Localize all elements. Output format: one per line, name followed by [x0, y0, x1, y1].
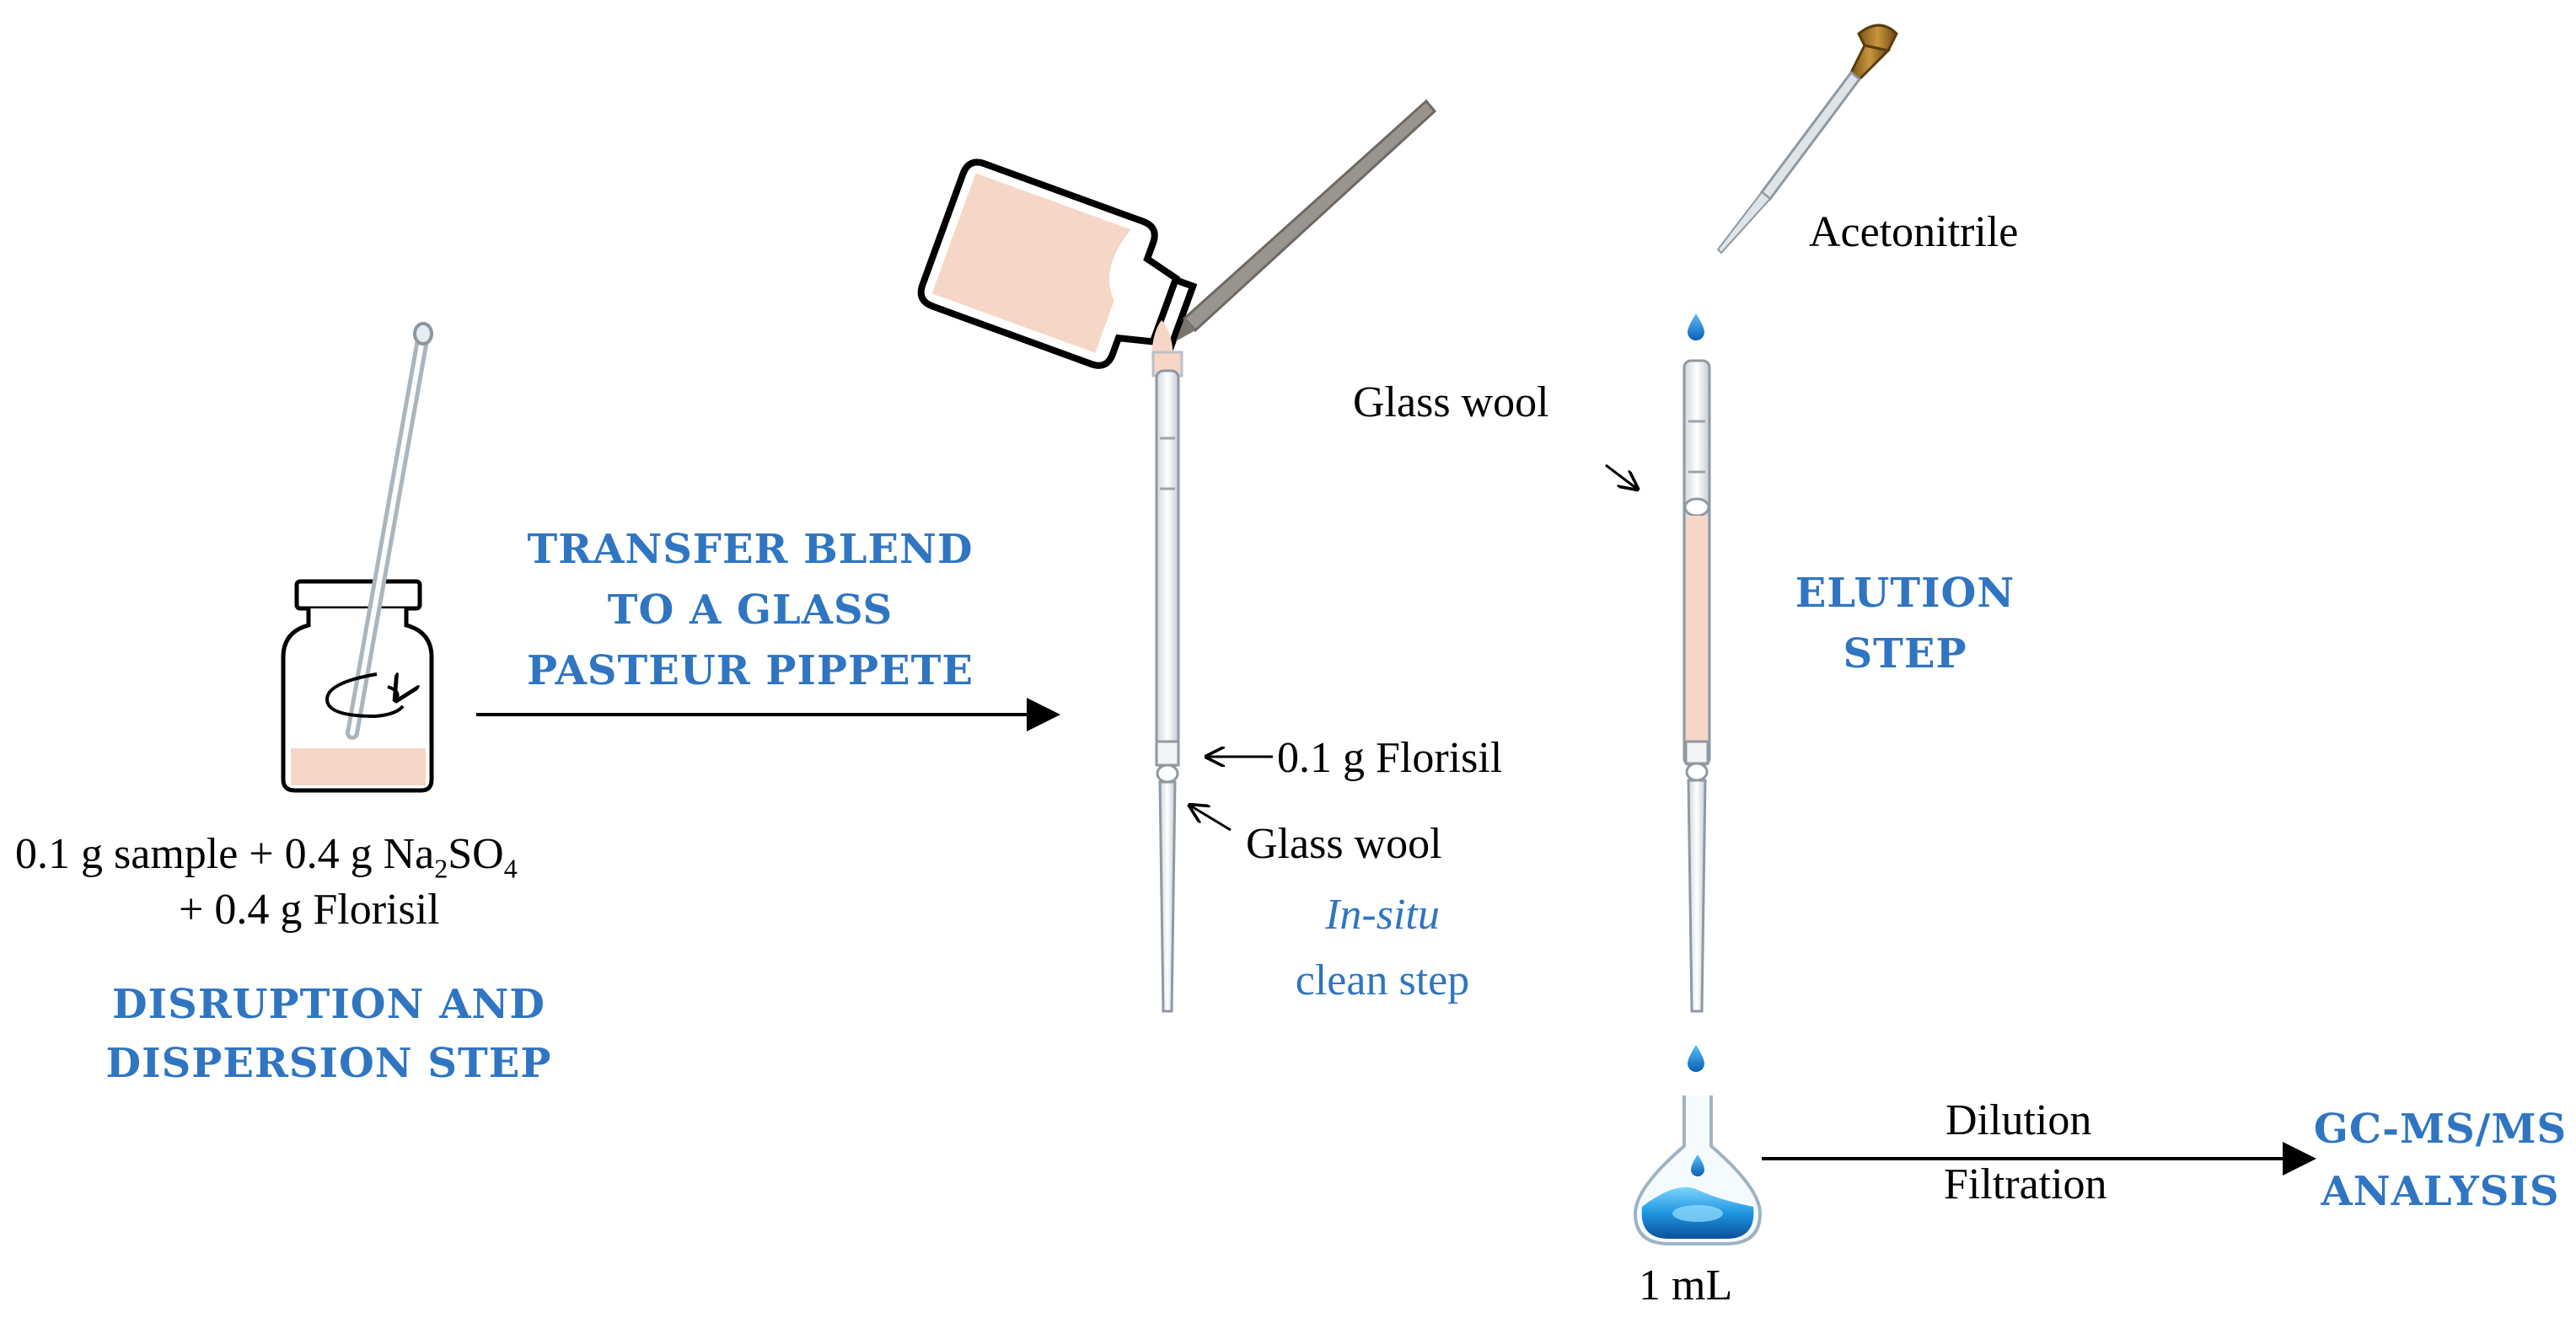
filtration-label: Filtration	[1944, 1160, 2107, 1208]
elution-title-line1: ELUTION	[1795, 570, 2015, 617]
stirring-arrow-icon	[325, 674, 403, 719]
clean-step-label: clean step	[1295, 956, 1470, 1004]
transfer-line1: TRANSFER BLEND	[527, 526, 974, 573]
drop-icon	[1688, 313, 1704, 340]
volumetric-flask	[1633, 1095, 1763, 1245]
disruption-title-line1: DISRUPTION AND	[112, 981, 545, 1028]
transfer-line2: TO A GLASS	[607, 587, 894, 634]
drop-icon	[1691, 1154, 1704, 1176]
in-situ-label: In-situ	[1325, 891, 1440, 939]
florisil-layer	[1155, 740, 1180, 767]
glass-rod	[346, 322, 433, 740]
glass-wool-label-1: Glass wool	[1246, 820, 1442, 868]
spatula	[1176, 99, 1437, 341]
glasswool-pointer-1	[1190, 806, 1232, 832]
sample-blend	[291, 748, 426, 785]
glasswool-pointer-2	[1605, 463, 1637, 489]
drop-icon	[1688, 1045, 1704, 1072]
pasteur-pipette-2	[1682, 359, 1711, 1013]
analysis-line1: GC-MS/MS	[2313, 1106, 2568, 1153]
sample-composition-line1: 0.1 g sample + 0.4 g Na2SO4	[15, 830, 518, 884]
disruption-title-line2: DISPERSION STEP	[105, 1040, 552, 1087]
sample-bed	[1686, 516, 1708, 742]
dilution-label: Dilution	[1945, 1096, 2092, 1144]
glass-wool-label-2: Glass wool	[1353, 378, 1549, 426]
volume-label: 1 mL	[1639, 1261, 1733, 1310]
transfer-line3: PASTEUR PIPPETE	[527, 647, 974, 694]
florisil-label: 0.1 g Florisil	[1277, 734, 1503, 782]
analysis-line2: ANALYSIS	[2321, 1168, 2560, 1215]
glass-wool-plug	[1156, 763, 1179, 784]
sample-composition-line2: + 0.4 g Florisil	[179, 886, 440, 934]
acetonitrile-label: Acetonitrile	[1809, 208, 2019, 256]
dropper	[1716, 24, 1898, 254]
pasteur-pipette-1	[1151, 351, 1183, 1013]
elution-title-line2: STEP	[1843, 630, 1967, 678]
